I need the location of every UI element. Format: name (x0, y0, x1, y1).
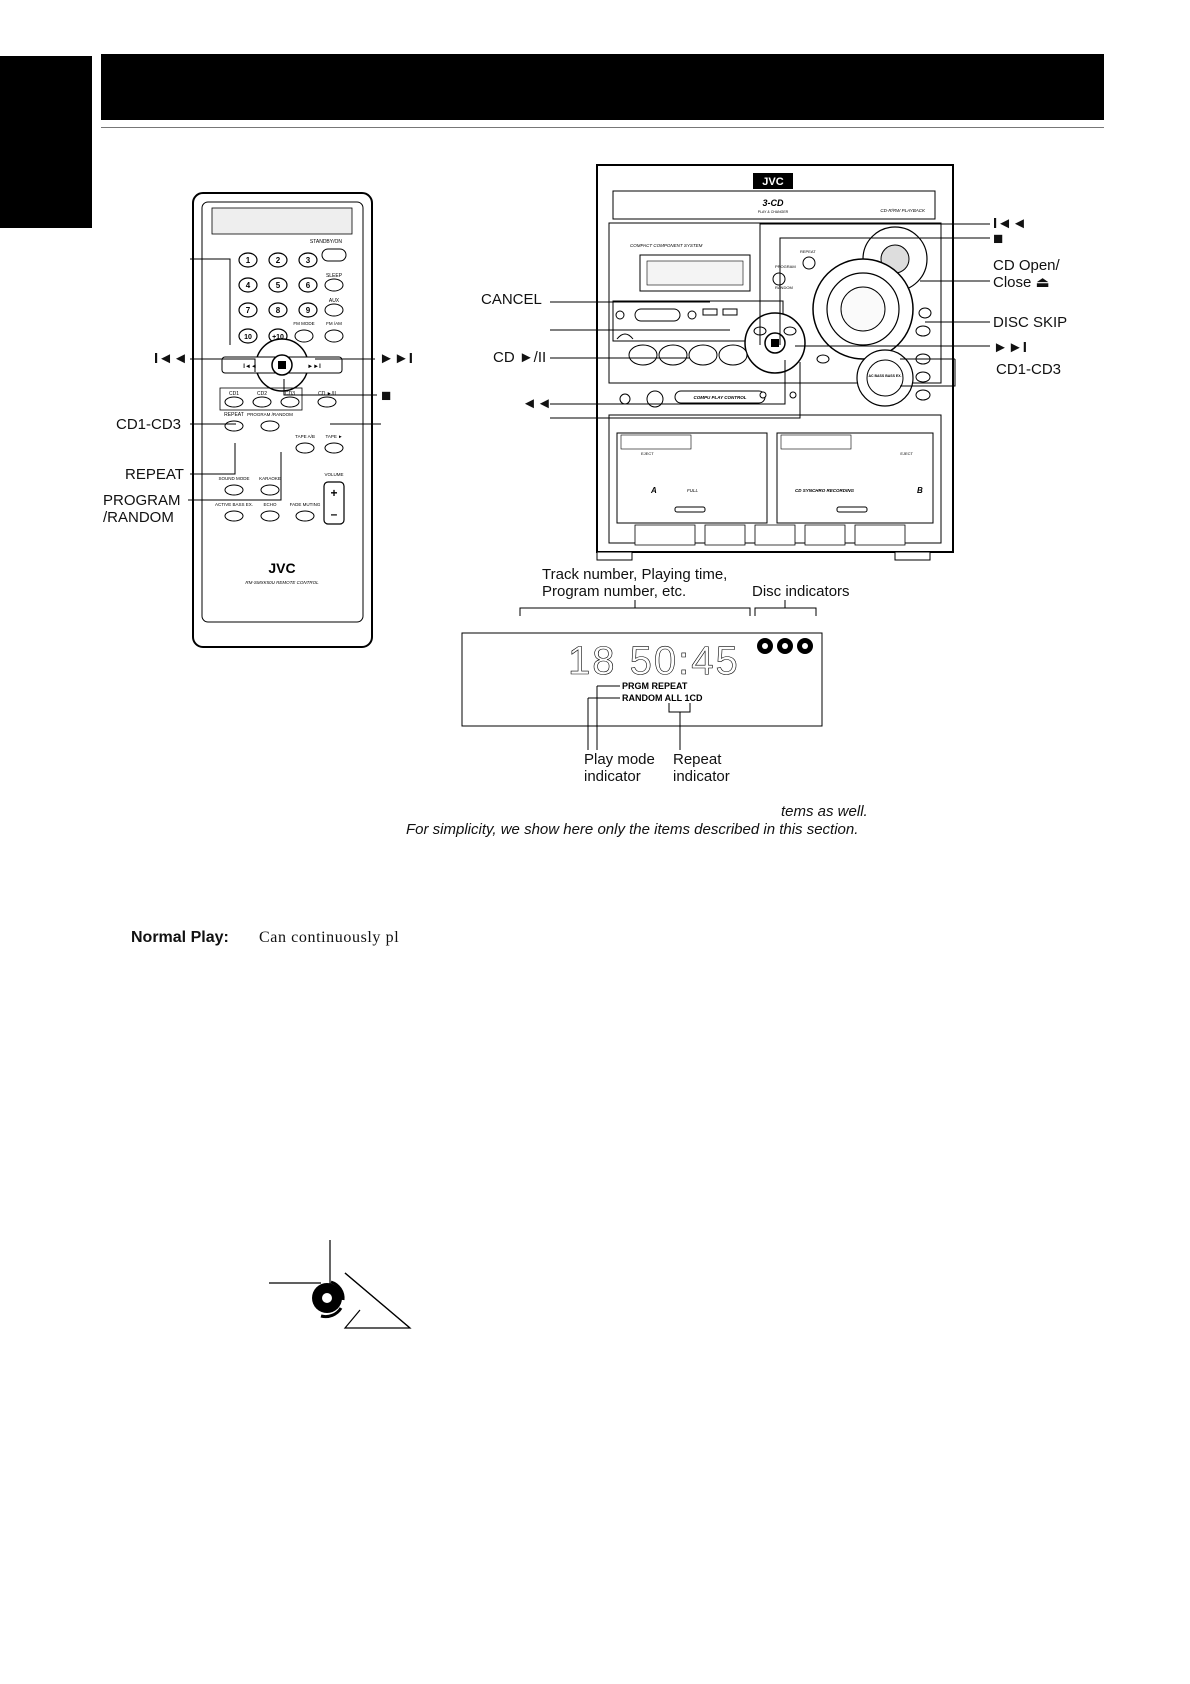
remote-cdplay-text: CD ►/II (318, 391, 336, 397)
remote-volume-text: VOLUME (324, 472, 343, 477)
unit-cd-open-label-1: CD Open/ (993, 257, 1060, 274)
unit-stop-label: ■ (993, 229, 1004, 248)
unit-random-text: RANDOM (775, 285, 793, 290)
side-tab (0, 56, 92, 228)
remote-leader-lines (188, 258, 381, 501)
unit-repeat-text: REPEAT (800, 249, 816, 254)
repeat-caption-1: Repeat (673, 751, 722, 768)
remote-program-label-1: PROGRAM (103, 492, 181, 509)
svg-text:–: – (331, 507, 338, 521)
title-banner (101, 54, 1104, 120)
remote-cd2-text: CD2 (257, 391, 267, 397)
indicator-row-2: RANDOM ALL 1CD (622, 693, 703, 703)
normal-play-text: Can continuously pl (259, 929, 400, 946)
indicator-row-1: PRGM REPEAT (622, 681, 688, 691)
remote-control-illustration: STANDBY/ON 1 2 3 4 5 6 7 8 9 10 +10 SLEE… (192, 192, 373, 648)
remote-cd-select-label: CD1-CD3 (116, 416, 182, 433)
unit-rewind-label: ◄◄ (522, 395, 552, 412)
unit-cdsync-text: CD SYNCHRO RECORDING (795, 488, 855, 493)
unit-deck-b-text: B (917, 486, 923, 495)
key-8: 8 (276, 306, 281, 315)
display-diagram: 18 50:45 PRGM REPEAT RANDOM ALL 1CD (461, 600, 823, 750)
unit-cd-play-label: CD ►/II (493, 349, 547, 366)
header-rule (101, 127, 1104, 128)
unit-system-text: COMPACT COMPONENT SYSTEM (630, 243, 703, 248)
note-line-1: tems as well. (781, 803, 868, 820)
key-plus10: +10 (272, 334, 284, 341)
unit-cd-open-label-2: Close ⏏ (993, 274, 1050, 291)
track-caption-2: Program number, etc. (542, 583, 687, 600)
unit-compu-text: COMPU PLAY CONTROL (693, 395, 746, 400)
key-10: 10 (244, 334, 252, 341)
remote-soundmode-text: SOUND MODE (218, 476, 249, 481)
unit-badge-sub: PLAY & CHANGER (758, 210, 789, 214)
unit-badge-text: 3-CD (762, 198, 784, 208)
unit-program-text: PROGRAM (775, 264, 796, 269)
unit-eject-b-text: EJECT (900, 451, 913, 456)
key-6: 6 (306, 281, 311, 290)
play-mode-caption-1: Play mode (584, 751, 655, 768)
remote-repeat-text: REPEAT (224, 412, 244, 418)
disc-icon-illustration (269, 1240, 412, 1329)
remote-karaoke-text: KARAOKE (259, 476, 281, 481)
track-caption-1: Track number, Playing time, (542, 566, 728, 583)
unit-leader-lines (550, 223, 990, 419)
remote-fmam-text: FM /AM (326, 321, 342, 326)
unit-brand-logo: JVC (762, 176, 783, 188)
disc-caption: Disc indicators (752, 583, 850, 600)
remote-brand-logo: JVC (268, 560, 295, 576)
svg-text:►►I: ►►I (307, 364, 321, 370)
remote-next-label: ►►I (379, 350, 413, 367)
remote-prev-label: I◄◄ (154, 350, 188, 367)
remote-repeat-label: REPEAT (125, 466, 184, 483)
unit-cancel-label: CANCEL (481, 291, 542, 308)
disc-indicator-icons (757, 638, 813, 654)
key-9: 9 (306, 306, 311, 315)
remote-standby-text: STANDBY/ON (310, 239, 343, 245)
svg-text:I◄◄: I◄◄ (243, 364, 257, 370)
remote-model-text: RM-SMXK50U REMOTE CONTROL (245, 580, 319, 585)
remote-tape-text: TAPE ► (325, 434, 342, 439)
remote-stop-label: ■ (381, 386, 392, 405)
unit-next-label: ►►I (993, 339, 1027, 356)
remote-cd3-text: CD3 (285, 391, 295, 397)
remote-fade-text: FADE MUTING (290, 502, 321, 507)
key-3: 3 (306, 256, 311, 265)
key-7: 7 (246, 306, 251, 315)
normal-play-label: Normal Play: (131, 929, 229, 946)
note-line-2: For simplicity, we show here only the it… (406, 821, 859, 838)
remote-fmmode-text: FM MODE (293, 321, 314, 326)
remote-aux-text: AUX (329, 298, 340, 304)
remote-tapeab-text: TAPE A/B (295, 434, 315, 439)
key-1: 1 (246, 256, 251, 265)
remote-echo-text: ECHO (263, 502, 277, 507)
remote-cd1-text: CD1 (229, 391, 239, 397)
unit-bass-text: AC BASS BASS EX. (868, 374, 901, 378)
unit-deck-a-text: A (650, 486, 657, 495)
remote-program-label-2: /RANDOM (103, 509, 174, 526)
unit-eject-a-text: EJECT (641, 451, 654, 456)
remote-program-text: PROGRAM /RANDOM (247, 412, 293, 417)
unit-cd-select-label: CD1-CD3 (996, 361, 1062, 378)
play-mode-caption-2: indicator (584, 768, 641, 785)
unit-full-text: FULL (687, 488, 699, 493)
display-digits: 18 50:45 (568, 639, 740, 683)
svg-text:+: + (330, 486, 337, 500)
repeat-caption-2: indicator (673, 768, 730, 785)
key-2: 2 (276, 256, 281, 265)
unit-cdrw-text: CD-R/RW PLAYBACK (880, 208, 926, 213)
numeric-keypad: 1 2 3 4 5 6 7 8 9 10 +10 (238, 252, 318, 344)
unit-prev-label: I◄◄ (993, 215, 1027, 232)
remote-activebass-text: ACTIVE BASS EX. (215, 502, 253, 507)
remote-sleep-text: SLEEP (326, 273, 343, 279)
unit-disc-skip-label: DISC SKIP (993, 314, 1068, 331)
key-5: 5 (276, 281, 281, 290)
key-4: 4 (246, 281, 251, 290)
